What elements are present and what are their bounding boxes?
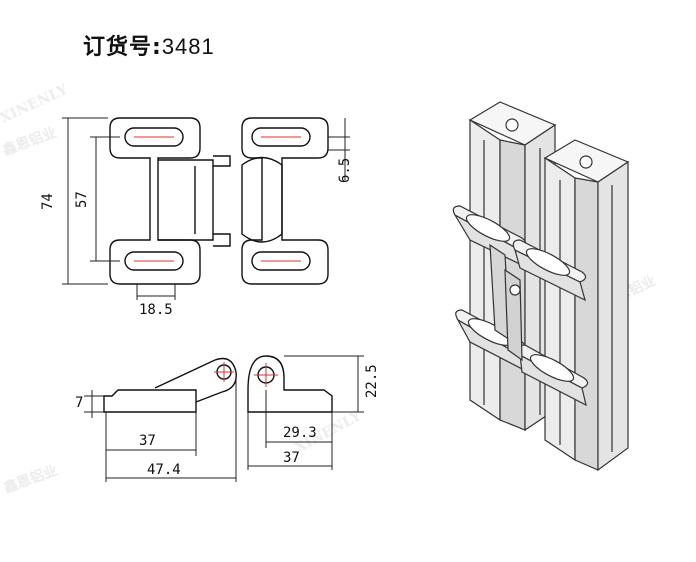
order-number-label: 订货号: (83, 35, 162, 60)
order-number-title: 订货号:3481 (83, 29, 215, 61)
dim-height-total: 74 (40, 193, 56, 210)
top-view-right-plate (241, 117, 329, 285)
side-view-dimensions (84, 355, 364, 482)
hinge-plate-right (504, 239, 589, 407)
watermark-cn-1: 鑫恩铝业 (0, 124, 59, 159)
watermark-cn-3: 鑫恩铝业 (0, 462, 59, 497)
order-number-code: 3481 (161, 34, 215, 59)
watermark-brand-1: XINENLY (0, 81, 71, 127)
dim-base-length-total: 47.4 (147, 462, 181, 478)
side-view-right (247, 355, 333, 413)
aluminum-profile-right (543, 139, 630, 472)
hinge-plate-left (452, 205, 530, 374)
dim-side-height: 22.5 (364, 364, 380, 398)
dim-slot-width: 18.5 (139, 302, 173, 318)
dim-height-inner: 57 (74, 191, 90, 208)
side-view-left (103, 357, 237, 413)
dim-thickness: 7 (75, 395, 83, 411)
dim-slot-offset: 6.5 (337, 158, 353, 183)
hinge-3d-render (452, 101, 630, 472)
dim-right-offset: 29.3 (283, 425, 317, 441)
top-view-left-plate (109, 117, 231, 285)
dim-right-length: 37 (283, 450, 300, 466)
top-view-dimensions (62, 117, 350, 300)
dim-base-length-inner: 37 (139, 433, 156, 449)
